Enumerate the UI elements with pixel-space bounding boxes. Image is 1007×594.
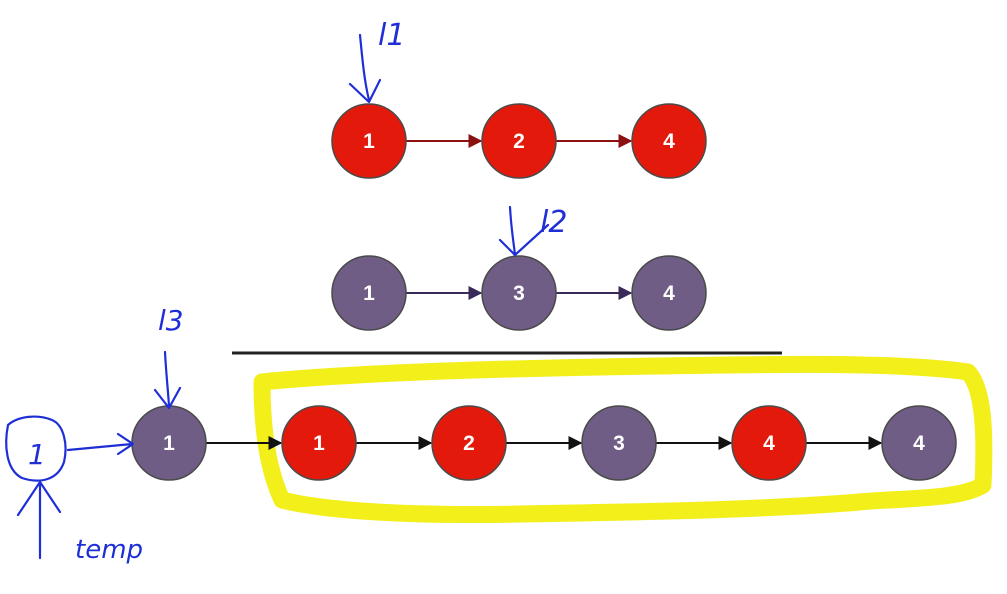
merged-list-group: 1 1 2 3 4 4 <box>131 405 957 481</box>
list2-node-purple <box>331 255 407 331</box>
l1-pointer: l1 <box>348 18 405 104</box>
list1-node-red <box>331 103 407 179</box>
temp-to-l3-arrow-icon <box>66 432 135 456</box>
merged-node-value: 1 <box>163 432 175 455</box>
temp-box <box>5 415 67 482</box>
list1-node-value: 1 <box>363 130 375 153</box>
temp-pointer-icon <box>16 480 62 560</box>
merged-node-red <box>431 405 507 481</box>
list2-node-purple <box>631 255 707 331</box>
merged-node-red <box>731 405 807 481</box>
list2-group: 1 3 4 <box>331 255 707 331</box>
list1-group: 1 2 4 <box>331 103 707 179</box>
l2-pointer: l2 <box>498 205 567 257</box>
merged-node-value: 4 <box>763 432 775 455</box>
merged-node-value: 1 <box>313 432 325 455</box>
merged-node-value: 3 <box>613 432 625 455</box>
l3-arrow-icon <box>153 350 182 410</box>
temp-node-value: 1 <box>28 438 46 471</box>
merged-node-purple <box>581 405 657 481</box>
list1-node-value: 4 <box>663 130 675 153</box>
l3-handle-label: l3 <box>158 304 184 337</box>
list1-node-red <box>631 103 707 179</box>
l1-handle-label: l1 <box>378 18 405 53</box>
l1-arrow-icon <box>348 33 382 104</box>
merged-node-red <box>281 405 357 481</box>
merged-node-purple <box>881 405 957 481</box>
list2-node-purple <box>481 255 557 331</box>
highlight-loop <box>253 355 993 523</box>
list1-node-value: 2 <box>513 130 525 153</box>
list2-node-value: 4 <box>663 282 675 305</box>
merged-node-value: 2 <box>463 432 475 455</box>
l2-arrow-icon <box>498 205 550 257</box>
l2-handle-label: l2 <box>540 205 567 240</box>
list2-node-value: 3 <box>513 282 525 305</box>
merged-node-value: 4 <box>913 432 925 455</box>
temp-node: 1 temp <box>5 415 143 565</box>
temp-label: temp <box>75 535 143 565</box>
l3-pointer: l3 <box>153 304 184 410</box>
list1-node-red <box>481 103 557 179</box>
list2-node-value: 1 <box>363 282 375 305</box>
